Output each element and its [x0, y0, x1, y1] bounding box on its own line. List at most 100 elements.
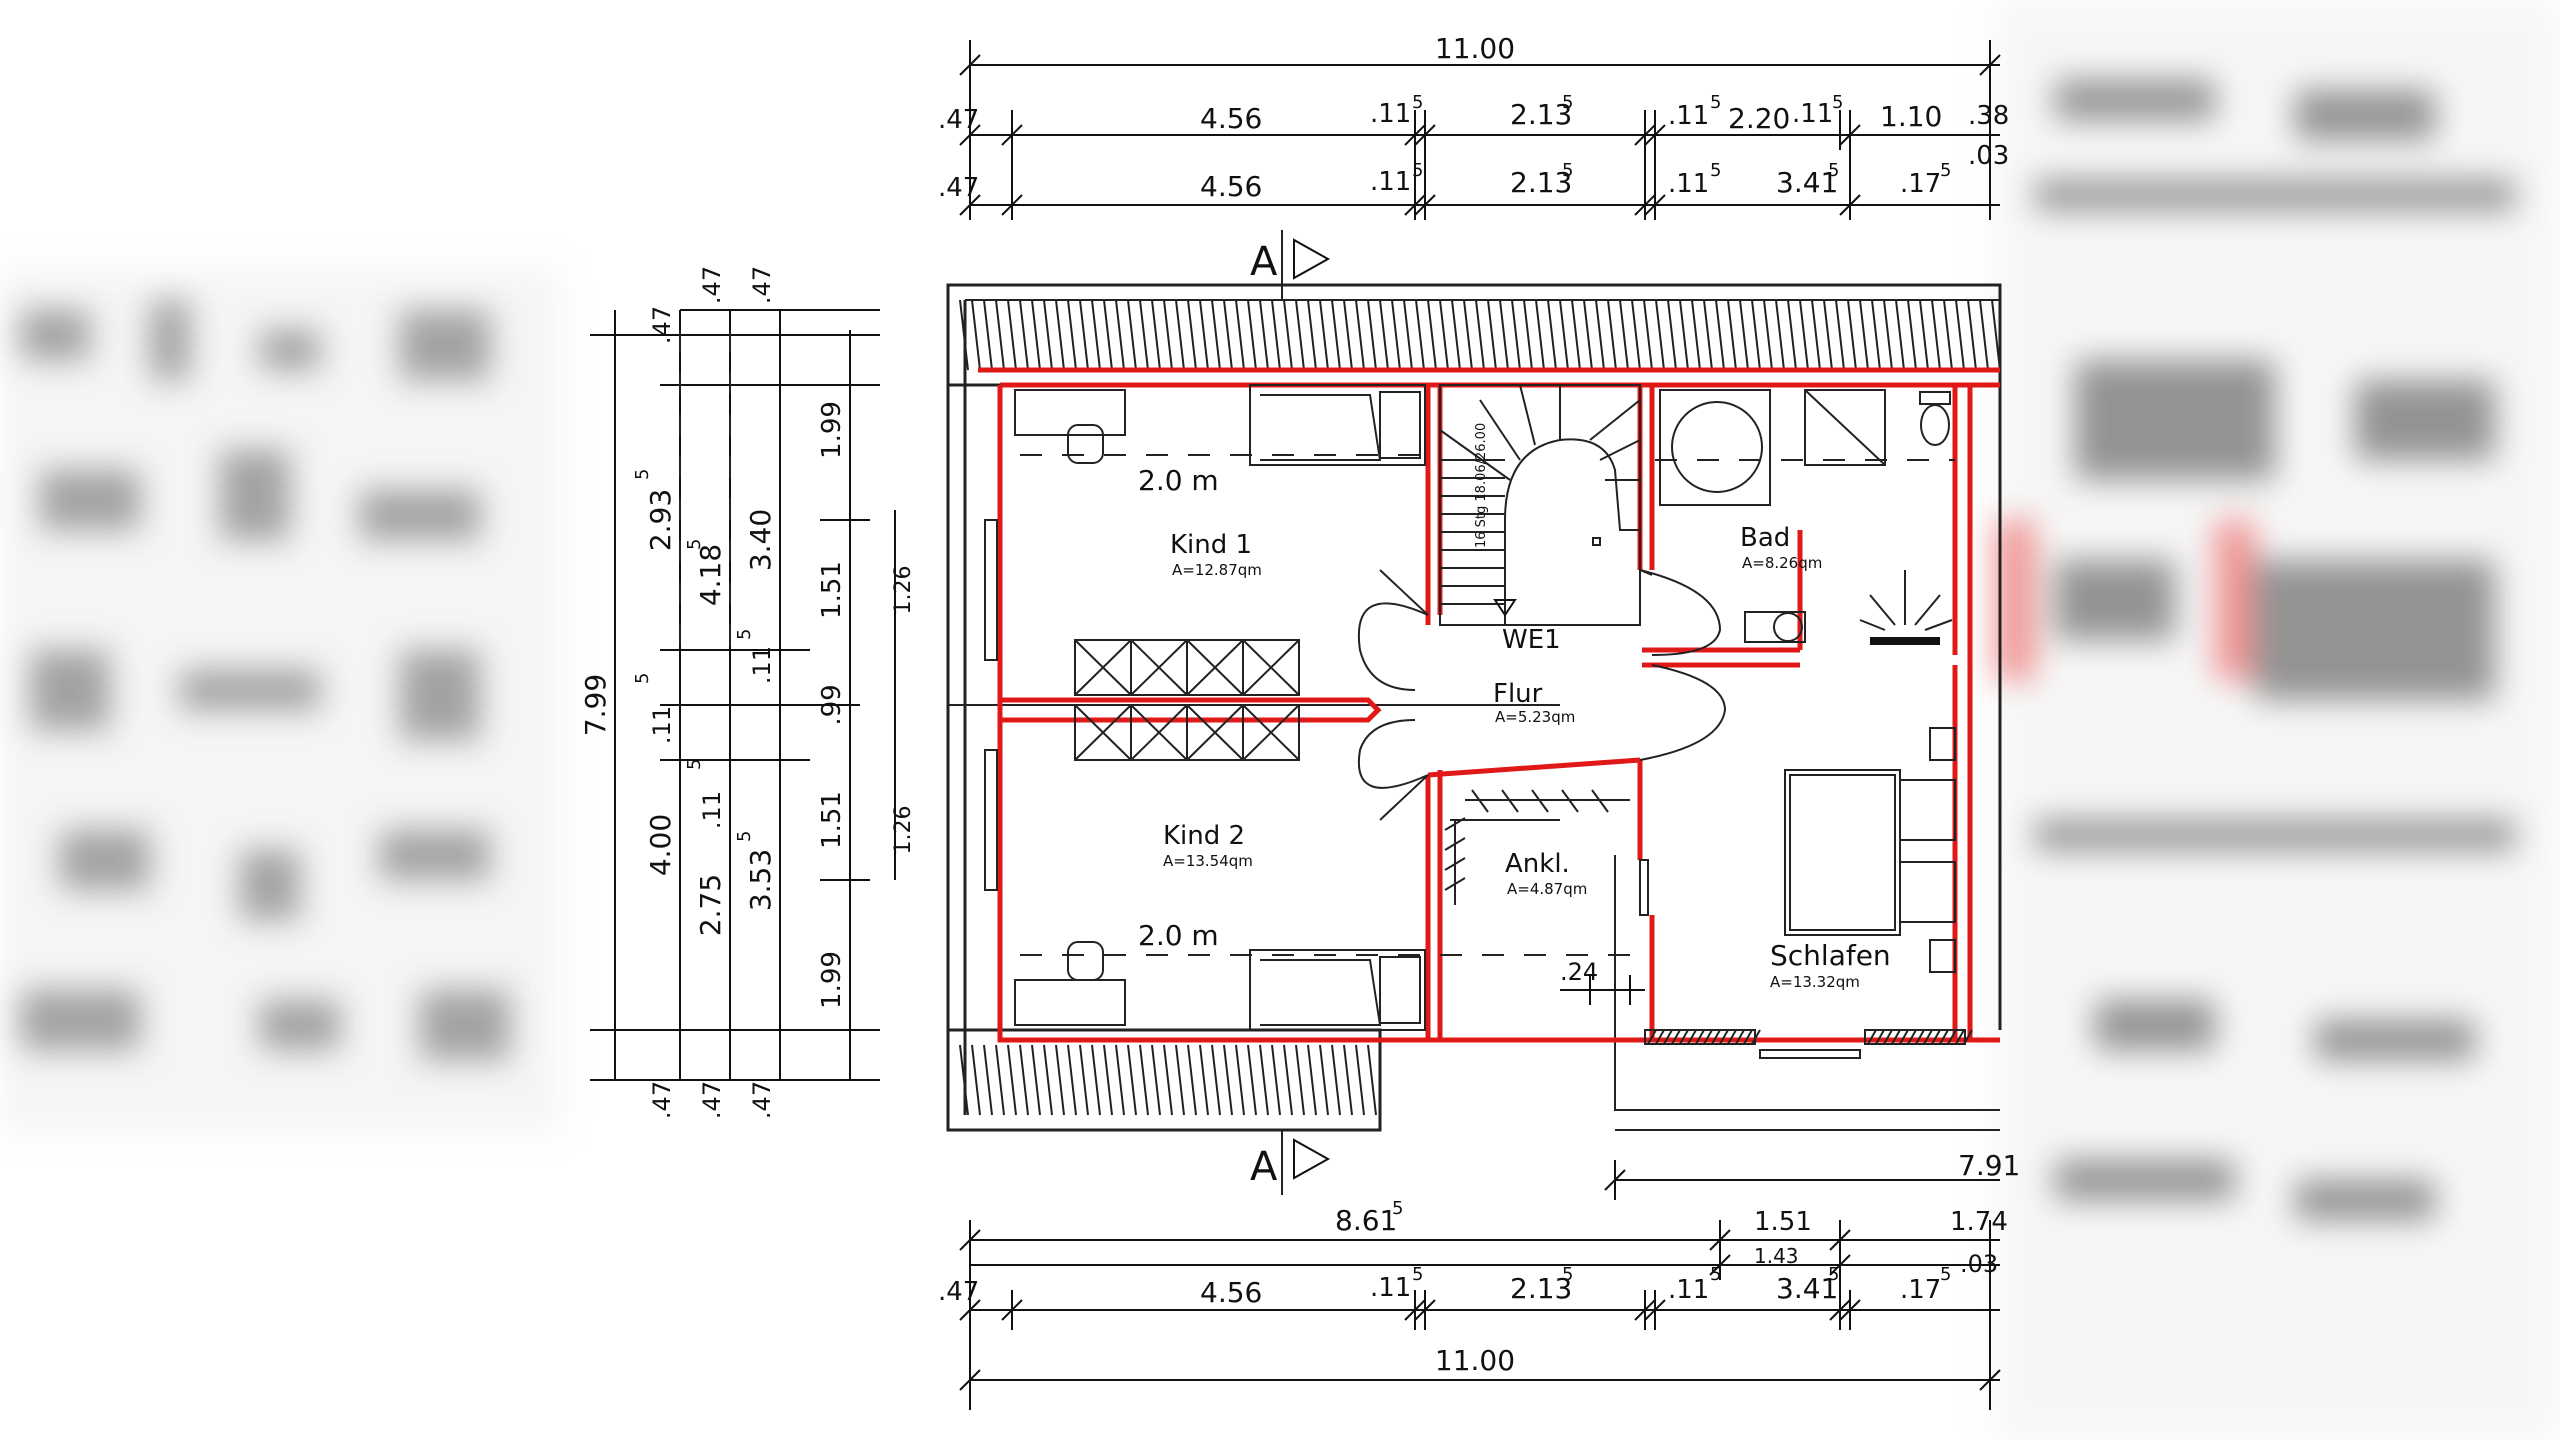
- dim-left-c4-0: 1.99: [817, 401, 847, 459]
- dim-left-c4-2: .99: [817, 684, 847, 725]
- room-name-ankl: Ankl.: [1505, 849, 1570, 879]
- dim-top-r2-8: 2.20: [1728, 102, 1790, 135]
- dim-bottom-d9: 5: [1828, 1264, 1839, 1285]
- room-area-kind1: A=12.87qm: [1172, 561, 1262, 579]
- dim-top-r3-8: 3.41: [1776, 166, 1838, 199]
- dim-bottom-c0: 1.43: [1754, 1244, 1799, 1268]
- blurred-background-left: [0, 270, 560, 1130]
- dim-top-r3-9: 5: [1828, 160, 1839, 181]
- desk-chair-kind1: [1014, 389, 1126, 464]
- dim-left-c1-1: 2.93: [644, 489, 677, 551]
- dim-top-r3-6: .11: [1668, 169, 1709, 199]
- hatched-wall-segments: [1644, 1029, 1973, 1045]
- dim-left-c2-0: .47: [698, 266, 726, 304]
- dim-top-r2-4: 2.13: [1510, 98, 1572, 131]
- dim-left-c3-4: 3.53: [744, 849, 777, 911]
- dim-bottom-b3: 1.74: [1950, 1207, 2008, 1237]
- dim-top-r2-2: .11: [1370, 99, 1411, 129]
- dim-top-r3-7: 5: [1710, 160, 1721, 181]
- dim-bottom-b2: 1.51: [1754, 1207, 1812, 1237]
- room-name-schlafen: Schlafen: [1770, 939, 1891, 972]
- dim-top-r3-12: .03: [1968, 141, 2009, 171]
- dim-top-r2-1: 4.56: [1200, 102, 1262, 135]
- headroom-label-kind1: 2.0 m: [1138, 464, 1219, 497]
- svg-text:A: A: [1250, 239, 1278, 285]
- dim-top-r2-0: .47: [938, 105, 979, 135]
- dim-top-r3-3: 5: [1412, 160, 1423, 181]
- dim-left-c2-3: .11: [698, 791, 726, 829]
- dim-left-c1-4: 5: [632, 673, 653, 684]
- room-area-kind2: A=13.54qm: [1163, 852, 1253, 870]
- headroom-lines: [1020, 454, 1955, 956]
- dim-bottom-d10: .17: [1900, 1275, 1941, 1305]
- dim-left-c1-2: 5: [632, 469, 653, 480]
- dim-bottom-d8: 3.41: [1776, 1272, 1838, 1305]
- dim-left-c2-6: .47: [698, 1081, 726, 1119]
- room-area-bad: A=8.26qm: [1742, 554, 1822, 572]
- dim-left-c2-1: 4.18: [694, 544, 727, 606]
- dim-left-c2-5: 2.75: [694, 874, 727, 936]
- dim-bottom-d3: 5: [1412, 1264, 1423, 1285]
- dim-left-c5-0: 1.26: [891, 566, 916, 615]
- dim-left-c3-1: 3.40: [744, 509, 777, 571]
- dim-left-c3-5: 5: [734, 831, 755, 842]
- room-name-flur: Flur: [1493, 679, 1543, 709]
- dim-bottom-d6: .11: [1668, 1275, 1709, 1305]
- dim-left-c1-3: .11: [648, 706, 676, 744]
- dim-left-c1-6: .47: [648, 1081, 676, 1119]
- dim-top-r3-4: 2.13: [1510, 166, 1572, 199]
- dim-bottom-d0: .47: [938, 1277, 979, 1307]
- dim-bottom-a0: 7.91: [1958, 1149, 2020, 1182]
- dim-top-r3-11: 5: [1940, 160, 1951, 181]
- top-dimension-chain: 11.00 .47 4.56 .11 5 2.13 5 .11 5 2.20 .…: [938, 32, 2009, 220]
- blurred-background-right: [1995, 0, 2560, 1440]
- shower: [1804, 389, 1886, 466]
- dim-top-r2-5: 5: [1562, 92, 1573, 113]
- dim-top-r2-9: .11: [1792, 99, 1833, 129]
- door-swings: [1357, 569, 1727, 916]
- dim-top-r2-7: 5: [1710, 92, 1721, 113]
- room-labels: Kind 1 A=12.87qm WE1 Flur A=5.23qm Bad A…: [1138, 464, 1891, 991]
- dim-bottom-d2: .11: [1370, 1273, 1411, 1303]
- dim-top-r3-5: 5: [1562, 160, 1573, 181]
- dim-top-r3-2: .11: [1370, 167, 1411, 197]
- building-outline: [946, 283, 2002, 1132]
- dim-left-c4-1: 1.51: [817, 561, 847, 619]
- dim-top-r2-11: 1.10: [1880, 100, 1942, 133]
- dim-left-c2-2: 5: [684, 539, 705, 550]
- bottom-dimension-chain: 7.91 8.61 5 1.51 1.74 1.43 .03 .47 4.56 …: [938, 1149, 2020, 1410]
- room-area-ankl: A=4.87qm: [1507, 880, 1587, 898]
- dim-bottom-d5: 5: [1562, 1264, 1573, 1285]
- dormer-boxes: [1074, 639, 1300, 761]
- dim-top-r3-0: .47: [938, 173, 979, 203]
- bathtub: [1659, 389, 1771, 506]
- room-area-flur: A=5.23qm: [1495, 708, 1575, 726]
- dim-left-c2-4: 5: [684, 759, 705, 770]
- dim-bottom-b1: 5: [1392, 1198, 1403, 1219]
- room-name-bad: Bad: [1740, 523, 1790, 553]
- dim-top-r2-12: .38: [1968, 101, 2009, 131]
- light-fixture: [1859, 570, 1953, 645]
- section-marker-top: A: [1250, 230, 1331, 300]
- dim-top-r3-1: 4.56: [1200, 170, 1262, 203]
- dim-top-r2-10: 5: [1832, 92, 1843, 113]
- stair-label: 16 Stg 18.06/26.00: [1474, 423, 1489, 548]
- windows: [984, 519, 1861, 1059]
- misc-dim-024: .24: [1560, 958, 1598, 986]
- room-area-schlafen: A=13.32qm: [1770, 973, 1860, 991]
- dim-left-c1-5: 4.00: [644, 814, 677, 876]
- dim-bottom-total: 11.00: [1435, 1344, 1515, 1377]
- double-bed-schlafen: [1784, 727, 1956, 973]
- dim-top-total: 11.00: [1435, 32, 1515, 65]
- left-dimension-chain: 7.99 .47 2.93 5 .11 5 4.00 .47 .47 4.18 …: [579, 266, 916, 1119]
- dim-left-c1-0: .47: [648, 306, 676, 344]
- toilet: [1919, 391, 1951, 446]
- bed-kind2: [1249, 949, 1426, 1031]
- dim-bottom-b0: 8.61: [1335, 1204, 1397, 1237]
- svg-text:A: A: [1250, 1144, 1278, 1190]
- washbasin: [1744, 611, 1806, 643]
- dim-left-c4-4: 1.99: [817, 951, 847, 1009]
- dim-top-r2-6: .11: [1668, 101, 1709, 131]
- dim-left-c3-6: .47: [748, 1081, 776, 1119]
- room-name-kind2: Kind 2: [1163, 821, 1245, 851]
